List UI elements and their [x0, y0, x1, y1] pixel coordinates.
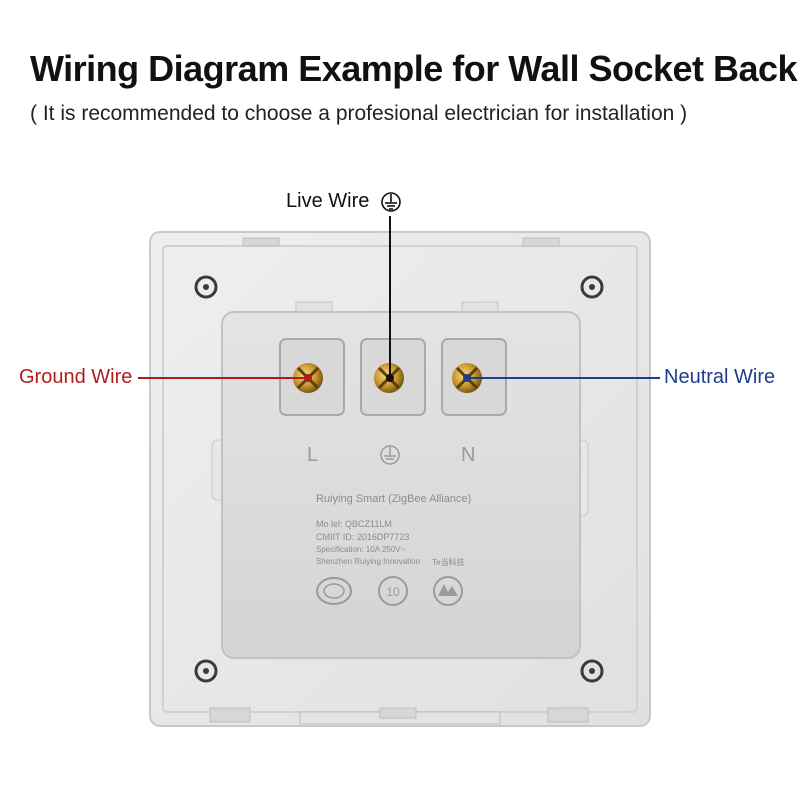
- mounting-hole-icon: [194, 275, 218, 299]
- page-title: Wiring Diagram Example for Wall Socket B…: [30, 48, 798, 89]
- plate-cmiit: CMIIT ID: 2016DP7723: [316, 532, 410, 542]
- terminal-l-label: L: [307, 444, 319, 466]
- plate-model: Mo lel: QBCZ11LM: [316, 519, 392, 529]
- earth-ground-icon: [380, 445, 400, 465]
- mounting-hole-icon: [194, 659, 218, 683]
- ccc-mark-icon: [316, 577, 352, 605]
- plate-manufacturer-tail: Te当科技: [432, 558, 465, 567]
- live-wire-label: Live Wire: [286, 190, 370, 212]
- earth-ground-icon: [381, 192, 401, 212]
- plate-manufacturer: Shenzhen Ruiying Innovation: [316, 557, 421, 566]
- page-subtitle: ( It is recommended to choose a profesio…: [30, 102, 688, 125]
- svg-text:10: 10: [386, 585, 400, 599]
- live-wire-line: [386, 216, 394, 382]
- certification-icon: [433, 576, 463, 606]
- mounting-hole-icon: [580, 275, 604, 299]
- plate-brand: Ruiying Smart (ZigBee Alliance): [316, 493, 472, 505]
- ground-wire-label: Ground Wire: [19, 366, 133, 388]
- neutral-wire-label: Neutral Wire: [664, 366, 776, 388]
- recycle-10-icon: 10: [378, 576, 408, 606]
- terminal-n-label: N: [461, 444, 476, 466]
- mounting-hole-icon: [580, 659, 604, 683]
- neutral-wire-line: [463, 374, 660, 382]
- plate-spec: Specification: 10A 250V~: [316, 545, 406, 554]
- ground-wire-line: [138, 374, 312, 382]
